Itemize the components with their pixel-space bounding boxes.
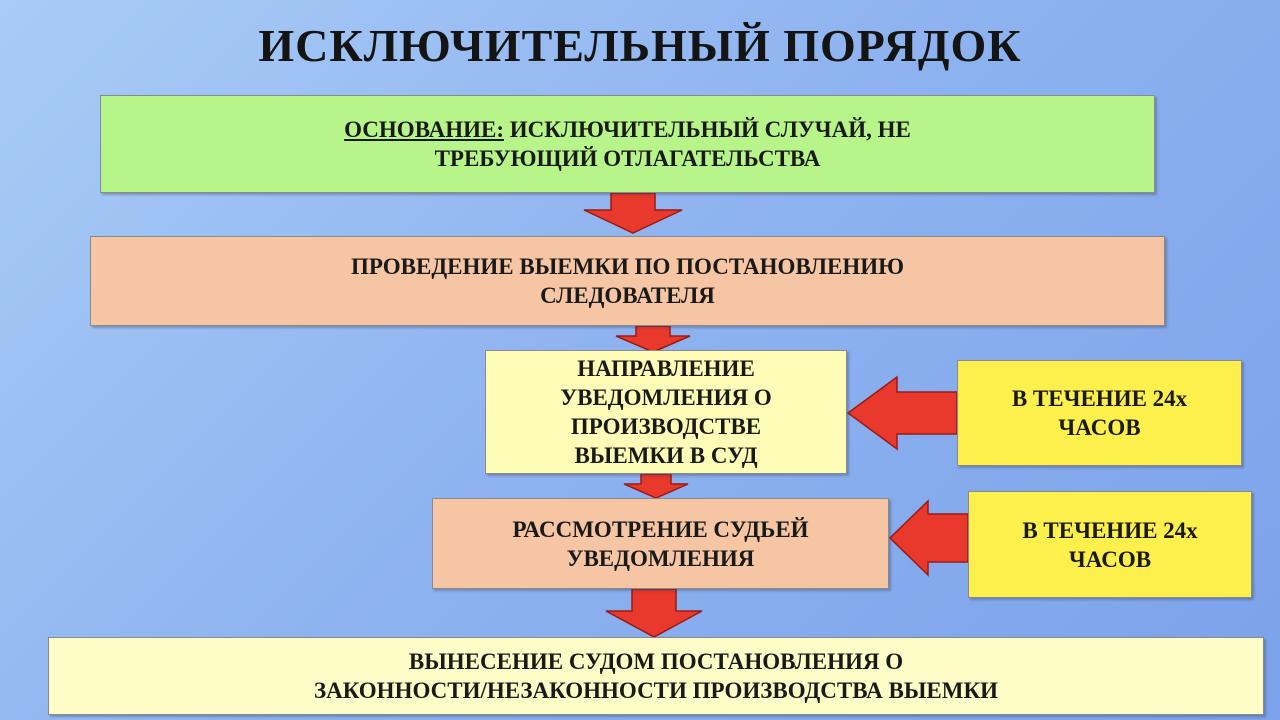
notification-line1: НАПРАВЛЕНИЕ (577, 356, 755, 381)
arrow-down-notification-to-review (623, 473, 689, 499)
arrow-down-seizure-to-notification (615, 325, 691, 353)
basis-box: ОСНОВАНИЕ: ИСКЛЮЧИТЕЛЬНЫЙ СЛУЧАЙ, НЕ ТРЕ… (100, 95, 1155, 193)
notification-line4: ВЫЕМКИ В СУД (574, 443, 758, 468)
seizure-text: ПРОВЕДЕНИЕ ВЫЕМКИ ПО ПОСТАНОВЛЕНИЮ СЛЕДО… (351, 252, 904, 310)
deadline2-line1: В ТЕЧЕНИЕ 24х (1022, 517, 1198, 543)
seizure-line2: СЛЕДОВАТЕЛЯ (540, 283, 715, 308)
review-box: РАССМОТРЕНИЕ СУДЬЕЙ УВЕДОМЛЕНИЯ (432, 498, 889, 589)
deadline1-line2: ЧАСОВ (1058, 415, 1141, 440)
deadline1-line1: В ТЕЧЕНИЕ 24х (1011, 386, 1188, 411)
decision-line1: ВЫНЕСЕНИЕ СУДОМ ПОСТАНОВЛЕНИЯ О (408, 649, 904, 674)
seizure-box: ПРОВЕДЕНИЕ ВЫЕМКИ ПО ПОСТАНОВЛЕНИЮ СЛЕДО… (90, 236, 1165, 326)
basis-text: ОСНОВАНИЕ: ИСКЛЮЧИТЕЛЬНЫЙ СЛУЧАЙ, НЕ ТРЕ… (344, 115, 911, 173)
arrow-left-deadline2-to-review (888, 499, 969, 577)
notification-line2: УВЕДОМЛЕНИЯ О (560, 385, 772, 410)
review-text: РАССМОТРЕНИЕ СУДЬЕЙ УВЕДОМЛЕНИЯ (512, 515, 808, 573)
notification-box: НАПРАВЛЕНИЕ УВЕДОМЛЕНИЯ О ПРОИЗВОДСТВЕ В… (485, 350, 847, 474)
notification-text: НАПРАВЛЕНИЕ УВЕДОМЛЕНИЯ О ПРОИЗВОДСТВЕ В… (560, 354, 772, 470)
deadline2-box: В ТЕЧЕНИЕ 24х ЧАСОВ (968, 491, 1252, 598)
basis-text-line2: ТРЕБУЮЩИЙ ОТЛАГАТЕЛЬСТВА (434, 146, 821, 171)
decision-box: ВЫНЕСЕНИЕ СУДОМ ПОСТАНОВЛЕНИЯ О ЗАКОННОС… (48, 637, 1264, 715)
arrow-left-deadline1-to-notification (846, 375, 958, 451)
decision-line2: ЗАКОННОСТИ/НЕЗАКОННОСТИ ПРОИЗВОДСТВА ВЫЕ… (313, 678, 999, 703)
deadline1-box: В ТЕЧЕНИЕ 24х ЧАСОВ (957, 360, 1242, 466)
arrow-down-basis-to-seizure (583, 192, 683, 234)
deadline2-text: В ТЕЧЕНИЕ 24х ЧАСОВ (1022, 516, 1197, 574)
deadline1-text: В ТЕЧЕНИЕ 24х ЧАСОВ (1012, 384, 1187, 442)
review-line1: РАССМОТРЕНИЕ СУДЬЕЙ (512, 516, 809, 542)
page-title: ИСКЛЮЧИТЕЛЬНЫЙ ПОРЯДОК (258, 20, 1022, 71)
basis-text-line1: ИСКЛЮЧИТЕЛЬНЫЙ СЛУЧАЙ, НЕ (503, 117, 911, 142)
arrow-down-review-to-decision (605, 588, 703, 638)
seizure-line1: ПРОВЕДЕНИЕ ВЫЕМКИ ПО ПОСТАНОВЛЕНИЮ (350, 254, 905, 279)
deadline2-line2: ЧАСОВ (1068, 546, 1152, 572)
basis-label: ОСНОВАНИЕ: (344, 117, 504, 142)
notification-line3: ПРОИЗВОДСТВЕ (570, 414, 762, 439)
review-line2: УВЕДОМЛЕНИЯ (566, 545, 755, 571)
decision-text: ВЫНЕСЕНИЕ СУДОМ ПОСТАНОВЛЕНИЯ О ЗАКОННОС… (314, 647, 998, 705)
